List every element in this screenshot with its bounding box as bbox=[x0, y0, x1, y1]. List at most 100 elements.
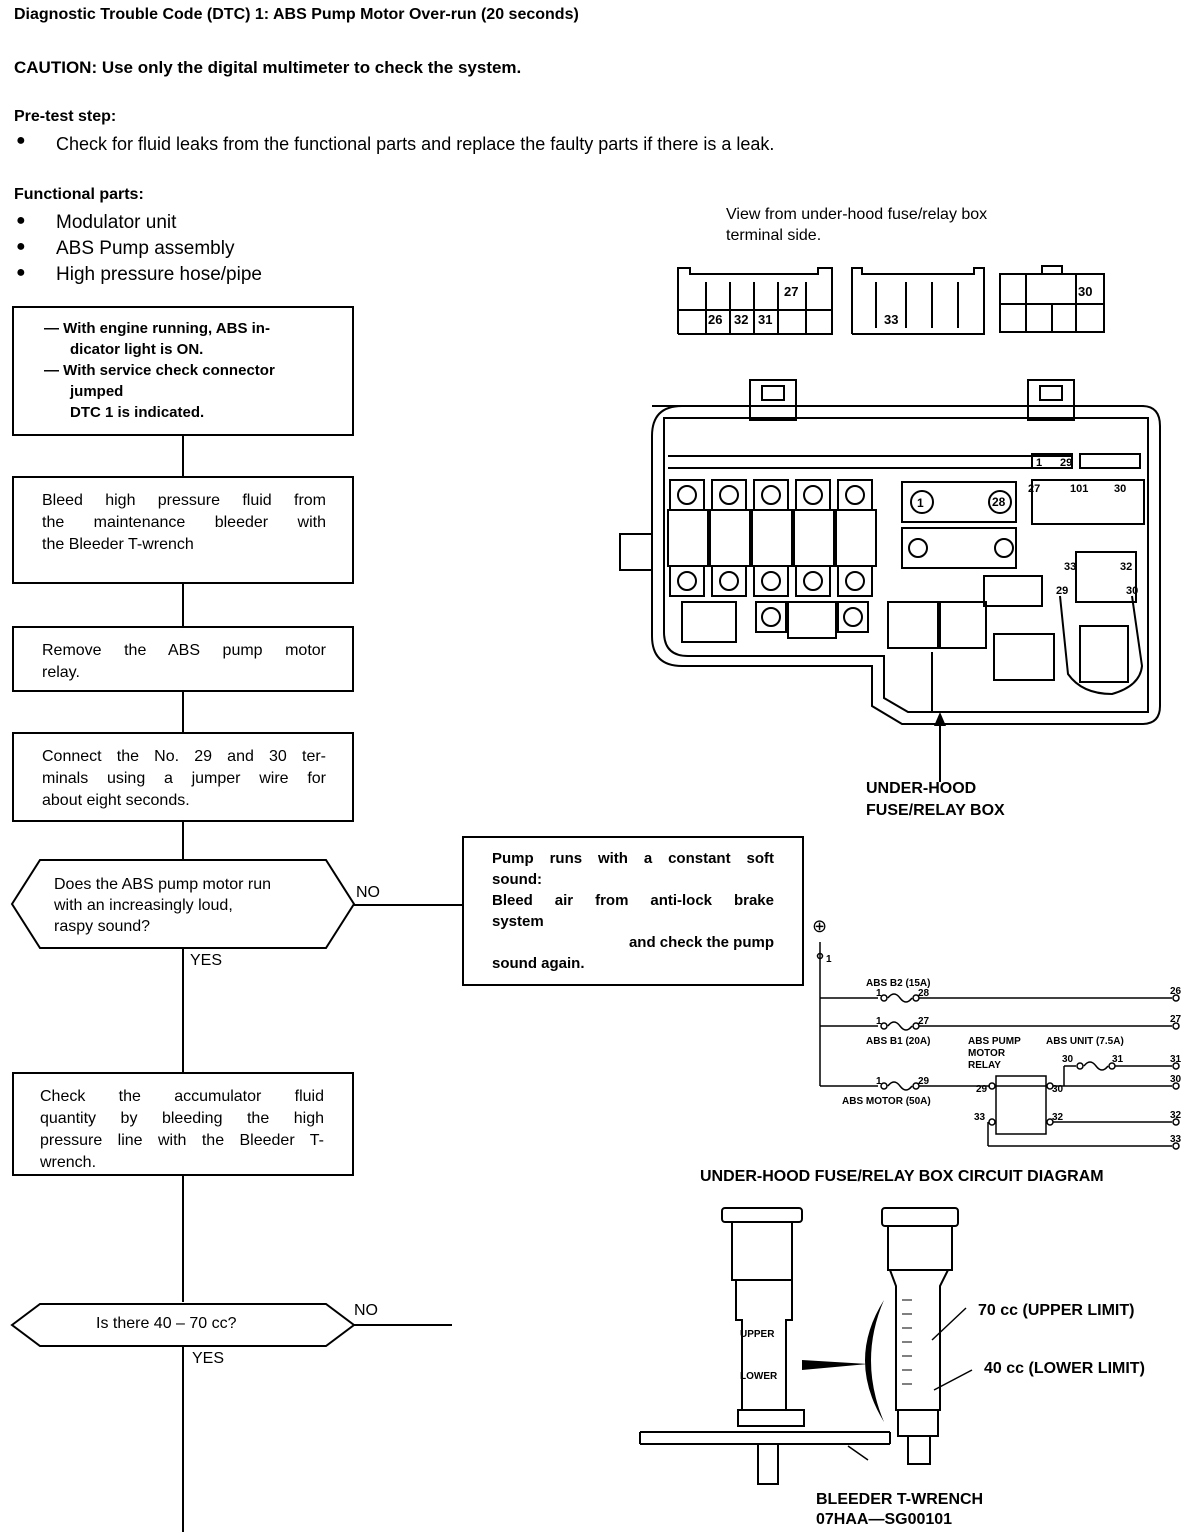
battery-plus-icon: ⊕ bbox=[812, 916, 827, 936]
step-line: and check the pump bbox=[628, 934, 774, 951]
circuit-number: 30 bbox=[1052, 1084, 1064, 1095]
tool-part-number: 07HAA—SG00101 bbox=[816, 1511, 953, 1528]
start-line: — With engine running, ABS in- bbox=[44, 320, 270, 337]
circuit-label: RELAY bbox=[968, 1060, 1001, 1071]
relay-terminal: 29 bbox=[1056, 585, 1068, 597]
end-terminal: 27 bbox=[1170, 1014, 1182, 1025]
step-line: minals using a jumper wire for bbox=[42, 770, 326, 787]
terminal-31: 31 bbox=[758, 312, 772, 327]
circuit-label: ABS B1 (20A) bbox=[866, 1036, 930, 1047]
bullet-icon: ● bbox=[16, 132, 26, 149]
terminal-connectors: 27 26 32 31 33 30 bbox=[677, 265, 1105, 335]
fuse-number: 1 bbox=[1036, 457, 1042, 469]
fuse-number: 29 bbox=[1060, 457, 1072, 469]
flow-connector bbox=[182, 948, 184, 1072]
circuit-number: 32 bbox=[1052, 1112, 1064, 1123]
decision-shape bbox=[10, 859, 356, 949]
view-note: View from under-hood fuse/relay box term… bbox=[726, 204, 987, 246]
functional-item: High pressure hose/pipe bbox=[56, 264, 262, 285]
question-line: raspy sound? bbox=[54, 918, 151, 935]
functional-item: Modulator unit bbox=[56, 212, 177, 233]
step-line: Bleed air from anti-lock brake bbox=[492, 892, 774, 909]
flow-connector bbox=[182, 1174, 184, 1302]
terminal-33: 33 bbox=[884, 312, 898, 327]
step-line: sound again. bbox=[492, 955, 585, 972]
terminal-30: 30 bbox=[1078, 284, 1092, 299]
question-line: Does the ABS pump motor run bbox=[54, 876, 271, 893]
yes-label: YES bbox=[190, 952, 223, 969]
start-condition-box: — With engine running, ABS in- dicator l… bbox=[12, 306, 354, 436]
step-line: wrench. bbox=[40, 1154, 97, 1171]
circuit-number: 1 bbox=[876, 988, 882, 999]
flow-connector bbox=[182, 582, 184, 626]
circuit-number: 29 bbox=[976, 1084, 988, 1095]
step-line: the maintenance bleeder with bbox=[42, 514, 326, 531]
flow-connector bbox=[182, 1346, 184, 1532]
start-line: DTC 1 is indicated. bbox=[70, 404, 205, 421]
connect-terminals-box: Connect the No. 29 and 30 ter- minals us… bbox=[12, 732, 354, 822]
fuse-relay-box-drawing: 1 29 27 101 28 30 1 33 32 29 30 bbox=[619, 379, 1161, 725]
start-line: — With service check connector bbox=[44, 362, 275, 379]
arrow-icon bbox=[934, 712, 946, 782]
pretest-item: Check for fluid leaks from the functiona… bbox=[56, 134, 775, 154]
step-line: Remove the ABS pump motor bbox=[42, 642, 326, 659]
functional-item: ABS Pump assembly bbox=[56, 238, 235, 259]
upper-mark: UPPER bbox=[740, 1329, 775, 1340]
step-line: about eight seconds. bbox=[42, 792, 190, 809]
circuit-label: ABS B2 (15A) bbox=[866, 978, 930, 989]
step-line: Bleed high pressure fluid from bbox=[42, 492, 326, 509]
circuit-number: 1 bbox=[876, 1076, 882, 1087]
question-2: Is there 40 – 70 cc? bbox=[96, 1315, 237, 1332]
fuse-number: 1 bbox=[917, 496, 924, 510]
pump-runs-box: Pump runs with a constant soft sound: Bl… bbox=[462, 836, 804, 986]
view-note-line: terminal side. bbox=[726, 227, 822, 244]
flow-connector bbox=[182, 820, 184, 860]
view-note-line: View from under-hood fuse/relay box bbox=[726, 206, 988, 223]
flow-connector bbox=[352, 904, 464, 906]
fuse-number: 28 bbox=[992, 495, 1006, 509]
terminal-27: 27 bbox=[784, 284, 798, 299]
fuse-number: 30 bbox=[1114, 483, 1126, 495]
bleeder-tool-drawing: UPPER LOWER bbox=[639, 1207, 973, 1485]
flow-connector bbox=[352, 1324, 452, 1326]
circuit-label: ABS PUMP bbox=[968, 1036, 1021, 1047]
no-label: NO bbox=[354, 1302, 378, 1319]
step-line: the Bleeder T-wrench bbox=[42, 536, 194, 553]
step-line: quantity by bleeding the high bbox=[40, 1110, 324, 1127]
no-label: NO bbox=[356, 884, 380, 901]
question-1: Does the ABS pump motor run with an incr… bbox=[54, 874, 271, 937]
yes-label: YES bbox=[192, 1350, 225, 1367]
start-line: dicator light is ON. bbox=[70, 341, 204, 358]
step-line: Check the accumulator fluid bbox=[40, 1088, 324, 1105]
tool-name: BLEEDER T-WRENCH 07HAA—SG00101 bbox=[816, 1490, 983, 1530]
tool-name-line: BLEEDER T-WRENCH bbox=[816, 1491, 984, 1508]
bullet-icon: ● bbox=[16, 238, 26, 255]
circuit-number: 1 bbox=[826, 954, 832, 965]
circuit-number: 28 bbox=[918, 988, 930, 999]
remove-relay-box: Remove the ABS pump motor relay. bbox=[12, 626, 354, 692]
step-line: Connect the No. 29 and 30 ter- bbox=[42, 748, 326, 765]
terminal-32: 32 bbox=[734, 312, 748, 327]
fuse-box-label-line: UNDER-HOOD bbox=[866, 780, 977, 797]
step-line: pressure line with the Bleeder T- bbox=[40, 1132, 324, 1149]
upper-limit-label: 70 cc (UPPER LIMIT) bbox=[978, 1302, 1135, 1319]
circuit-label: ABS UNIT (7.5A) bbox=[1046, 1036, 1124, 1047]
lower-limit-label: 40 cc (LOWER LIMIT) bbox=[984, 1360, 1145, 1377]
fuse-number: 27 bbox=[1028, 483, 1040, 495]
circuit-number: 27 bbox=[918, 1016, 930, 1027]
step-line: relay. bbox=[42, 664, 80, 681]
functional-heading: Functional parts: bbox=[14, 186, 144, 203]
pretest-heading: Pre-test step: bbox=[14, 108, 117, 125]
circuit-number: 33 bbox=[974, 1112, 986, 1123]
relay-terminal: 30 bbox=[1126, 585, 1138, 597]
start-line: jumped bbox=[70, 383, 124, 400]
check-accumulator-box: Check the accumulator fluid quantity by … bbox=[12, 1072, 354, 1176]
relay-terminal: 32 bbox=[1120, 561, 1132, 573]
circuit-number: 29 bbox=[918, 1076, 930, 1087]
end-terminal: 30 bbox=[1170, 1074, 1182, 1085]
terminal-26: 26 bbox=[708, 312, 722, 327]
circuit-number: 31 bbox=[1112, 1054, 1124, 1065]
step-line: sound: bbox=[492, 871, 542, 888]
end-terminal: 26 bbox=[1170, 986, 1182, 997]
circuit-number: 1 bbox=[876, 1016, 882, 1027]
